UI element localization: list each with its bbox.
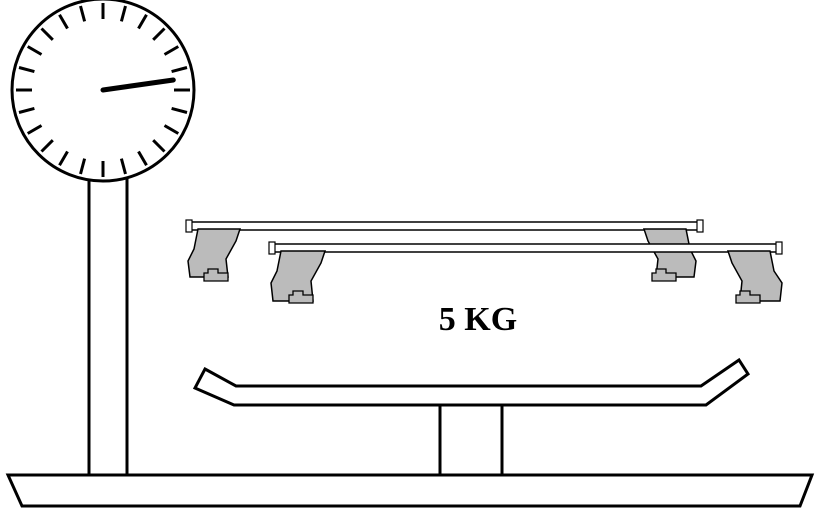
dial-tick xyxy=(137,13,148,30)
rack-foot-front-left xyxy=(270,250,327,304)
rack-bar-front-endcap-right xyxy=(775,241,783,255)
dial-tick xyxy=(163,45,180,56)
weighing-pan xyxy=(192,357,751,407)
dial-tick xyxy=(163,124,180,135)
roof-rack-front xyxy=(268,241,783,304)
dial-tick xyxy=(79,158,87,175)
rack-bar-back-endcap-right xyxy=(696,219,704,233)
rack-bar-back-endcap-left xyxy=(185,219,193,233)
scale-base xyxy=(5,473,815,508)
weight-label: 5 KG xyxy=(438,301,518,338)
rack-foot-back-right xyxy=(642,228,697,282)
dial-tick xyxy=(119,158,127,175)
rack-bar-front xyxy=(272,243,779,253)
dial-tick xyxy=(18,106,35,114)
dial-tick xyxy=(58,13,69,30)
dial-tick xyxy=(119,5,127,22)
dial-column xyxy=(87,162,129,475)
rack-foot-front-right xyxy=(726,250,783,304)
dial-tick xyxy=(79,5,87,22)
dial-tick xyxy=(26,124,43,135)
dial-tick xyxy=(137,150,148,167)
dial-tick xyxy=(40,139,54,153)
dial-ticks xyxy=(16,3,190,177)
rack-bar-front-endcap-left xyxy=(268,241,276,255)
dial-icon xyxy=(10,0,196,183)
roof-rack-back xyxy=(185,219,704,282)
pan-column xyxy=(438,405,504,475)
dial-needle xyxy=(100,77,176,93)
dial-tick xyxy=(171,66,188,74)
dial-tick xyxy=(171,106,188,114)
dial-tick xyxy=(58,150,69,167)
rack-foot-back-left xyxy=(187,228,242,282)
rack-bar-back xyxy=(189,221,701,231)
dial-tick xyxy=(152,27,166,41)
dial-tick xyxy=(40,27,54,41)
dial-tick xyxy=(26,45,43,56)
dial-tick xyxy=(18,66,35,74)
dial-tick xyxy=(152,139,166,153)
